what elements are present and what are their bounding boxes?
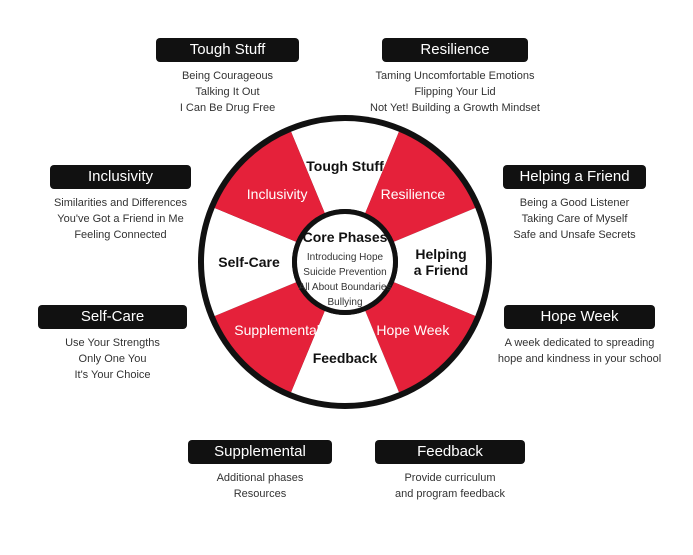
center-item: Introducing Hope <box>307 252 384 263</box>
wheel-segment-label: Resilience <box>381 186 446 202</box>
panel-item: Similarities and Differences <box>53 197 188 209</box>
panel-title: Hope Week <box>504 305 655 329</box>
center-item: All About Boundaries <box>299 282 392 293</box>
wheel-segment-label: Inclusivity <box>247 186 308 202</box>
panel-item: and program feedback <box>394 488 506 500</box>
panel-item: hope and kindness in your school <box>497 353 662 365</box>
wheel-segment-label: Tough Stuff <box>306 158 384 174</box>
panel-title: Supplemental <box>188 440 332 464</box>
panel-item: Additional phases <box>216 472 304 484</box>
center-item: Bullying <box>327 297 362 308</box>
panel-title: Resilience <box>382 38 528 62</box>
wheel-segment-label: Self-Care <box>218 254 280 270</box>
panel-title: Helping a Friend <box>503 165 646 189</box>
wheel-segment-label: Feedback <box>313 350 378 366</box>
panel-hope-week: Hope Week A week dedicated to spreading h… <box>497 305 662 367</box>
panel-items: A week dedicated to spreading hope and ki… <box>497 335 662 367</box>
wheel-segment <box>291 121 399 214</box>
panel-item: Taking Care of Myself <box>521 213 628 225</box>
wheel-segment <box>365 131 476 242</box>
panel-items: Provide curriculum and program feedback <box>365 470 535 502</box>
center-item: Suicide Prevention <box>303 267 386 278</box>
wheel-segment-label: Supplemental <box>234 322 320 338</box>
wheel-segment <box>393 208 486 316</box>
panel-item: Talking It Out <box>195 86 260 98</box>
wheel-segments <box>204 121 486 403</box>
panel-feedback: Feedback Provide curriculum and program f… <box>365 440 535 502</box>
panel-inclusivity: Inclusivity Similarities and Differences… <box>33 165 208 243</box>
wheel-segment <box>291 310 399 403</box>
panel-title: Tough Stuff <box>155 38 300 62</box>
center-title: Core Phases <box>303 229 388 245</box>
wheel-segment <box>365 282 476 393</box>
panel-item: Only One You <box>78 353 147 365</box>
wheel-segment <box>204 208 297 316</box>
wheel-segment <box>214 282 325 393</box>
wheel-center <box>297 214 393 310</box>
panel-item: Being Courageous <box>181 70 274 82</box>
panel-title: Self-Care <box>37 305 188 329</box>
panel-title: Feedback <box>375 440 525 464</box>
panel-item: Use Your Strengths <box>65 337 160 349</box>
panel-item: Not Yet! Building a Growth Mindset <box>370 102 540 114</box>
wheel-segment <box>214 131 325 242</box>
panel-resilience: Resilience Taming Uncomfortable Emotions… <box>355 38 555 116</box>
panel-item: I Can Be Drug Free <box>179 102 276 114</box>
panel-item: It's Your Choice <box>74 369 151 381</box>
wheel-segment-label: Hope Week <box>376 322 450 338</box>
panel-item: Provide curriculum <box>404 472 496 484</box>
panel-item: Being a Good Listener <box>519 197 630 209</box>
panel-item: Resources <box>233 488 287 500</box>
panel-item: Feeling Connected <box>74 229 167 241</box>
panel-item: Safe and Unsafe Secrets <box>513 229 636 241</box>
panel-item: A week dedicated to spreading <box>504 337 655 349</box>
panel-item: Flipping Your Lid <box>414 86 496 98</box>
panel-title: Inclusivity <box>49 165 192 189</box>
panel-item: You've Got a Friend in Me <box>57 213 184 225</box>
panel-item: Taming Uncomfortable Emotions <box>375 70 535 82</box>
